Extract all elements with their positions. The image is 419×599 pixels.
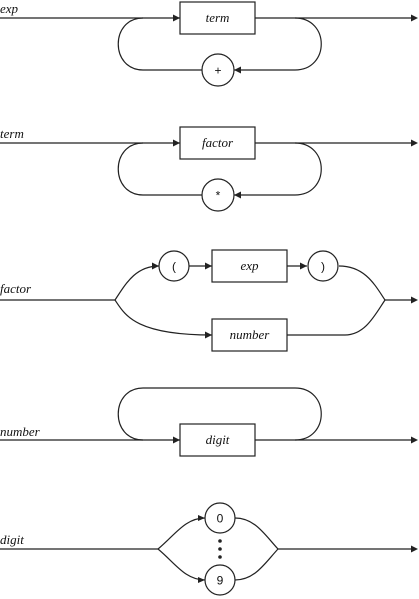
- arrow-exp-out: [411, 14, 418, 22]
- arrow-exp-box: [173, 14, 180, 22]
- box-digit-label: digit: [206, 432, 230, 447]
- arrow-exp-loop: [234, 66, 241, 74]
- circle-open-paren: [158, 250, 190, 282]
- arrow-term-box: [173, 139, 180, 147]
- box-factor-label: factor: [202, 135, 234, 150]
- branch-factor-top-left: [114, 265, 160, 301]
- branch-digit-top-left: [157, 517, 206, 550]
- rule-label-term: term: [0, 126, 24, 141]
- arrow-number-out: [411, 436, 418, 444]
- rule-label-factor: factor: [0, 281, 32, 296]
- arrow-close-paren: [300, 262, 307, 270]
- rule-exp: exp term +: [0, 1, 418, 87]
- box-digit: [179, 423, 256, 457]
- arrow-digit-out: [411, 545, 418, 553]
- circle-digit-9-label: 9: [217, 574, 224, 588]
- branch-factor-bottom-left: [114, 299, 213, 336]
- circle-close-paren: [307, 250, 339, 282]
- box-number-label: number: [230, 327, 271, 342]
- rule-label-number: number: [0, 424, 41, 439]
- box-term-label: term: [206, 10, 230, 25]
- arrow-digit-0: [198, 515, 205, 521]
- arrow-term-out: [411, 139, 418, 147]
- circle-close-paren-label: ): [321, 260, 325, 274]
- rule-factor: factor ( exp ) number: [0, 249, 418, 352]
- circle-star: [201, 178, 235, 212]
- rule-digit: digit 0 9: [0, 502, 418, 596]
- rule-number: number digit: [0, 387, 418, 457]
- arrow-digit-9: [198, 577, 205, 583]
- rule-label-digit: digit: [0, 532, 24, 547]
- branch-digit-top-right: [234, 517, 279, 550]
- box-exp: [211, 249, 288, 283]
- circle-plus-label: +: [214, 64, 221, 78]
- box-term: [179, 1, 256, 35]
- branch-factor-top-right: [338, 265, 386, 301]
- arrow-term-loop: [234, 191, 241, 199]
- circle-digit-0: [204, 502, 236, 534]
- rule-label-exp: exp: [0, 1, 19, 16]
- loop-term-left: [117, 142, 202, 196]
- circle-digit-0-label: 0: [217, 512, 224, 526]
- ellipsis-dot: [218, 539, 222, 543]
- arrow-number-box: [205, 331, 212, 339]
- circle-plus: [201, 53, 235, 87]
- circle-open-paren-label: (: [172, 260, 176, 274]
- loop-exp-left: [117, 17, 202, 71]
- ellipsis-dot: [218, 547, 222, 551]
- loop-term-right: [234, 142, 322, 196]
- ellipsis-dot: [218, 555, 222, 559]
- arrow-factor-out: [411, 296, 418, 304]
- branch-factor-bottom-right: [287, 299, 386, 336]
- box-number: [211, 318, 288, 352]
- loop-exp-right: [234, 17, 322, 71]
- circle-star-label: *: [216, 189, 221, 203]
- arrow-exp-box2: [205, 262, 212, 270]
- branch-digit-bottom-left: [157, 548, 206, 581]
- box-exp-label: exp: [240, 258, 259, 273]
- rule-term: term factor *: [0, 126, 418, 212]
- circle-digit-9: [204, 564, 236, 596]
- box-factor: [179, 126, 256, 160]
- branch-digit-bottom-right: [234, 548, 279, 581]
- arrow-open-paren: [152, 262, 159, 270]
- arrow-digit-box: [173, 436, 180, 444]
- loop-number: [117, 387, 322, 441]
